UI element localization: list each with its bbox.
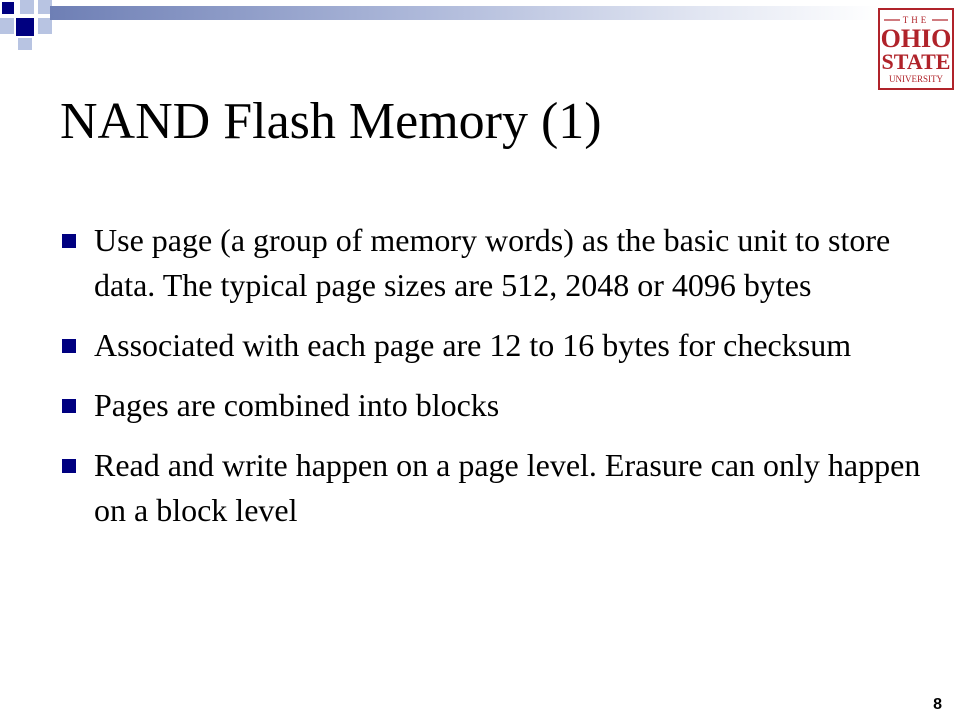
corner-square-pattern [0, 0, 100, 52]
square-bullet-icon [62, 339, 76, 353]
svg-text:UNIVERSITY: UNIVERSITY [889, 74, 943, 84]
bullet-text: Associated with each page are 12 to 16 b… [94, 327, 852, 363]
square-bullet-icon [62, 399, 76, 413]
svg-text:STATE: STATE [882, 49, 951, 74]
ohio-state-logo-icon: THE OHIO STATE UNIVERSITY [881, 15, 952, 84]
page-number: 8 [933, 696, 942, 713]
bullet-item: Use page (a group of memory words) as th… [62, 218, 932, 308]
square-bullet-icon [62, 459, 76, 473]
bullet-text: Use page (a group of memory words) as th… [94, 222, 891, 303]
svg-text:OHIO: OHIO [881, 24, 952, 53]
square-bullet-icon [62, 234, 76, 248]
bullet-text: Read and write happen on a page level. E… [94, 447, 921, 528]
slide-title: NAND Flash Memory (1) [60, 93, 602, 150]
bullet-text: Pages are combined into blocks [94, 387, 500, 423]
ohio-state-university-logo: THE OHIO STATE UNIVERSITY [878, 8, 954, 90]
bullet-item: Associated with each page are 12 to 16 b… [62, 323, 932, 368]
bullet-item: Pages are combined into blocks [62, 383, 932, 428]
bullet-list: Use page (a group of memory words) as th… [62, 218, 932, 548]
top-gradient-rule [50, 6, 880, 20]
bullet-item: Read and write happen on a page level. E… [62, 443, 932, 533]
svg-text:THE: THE [903, 15, 930, 25]
